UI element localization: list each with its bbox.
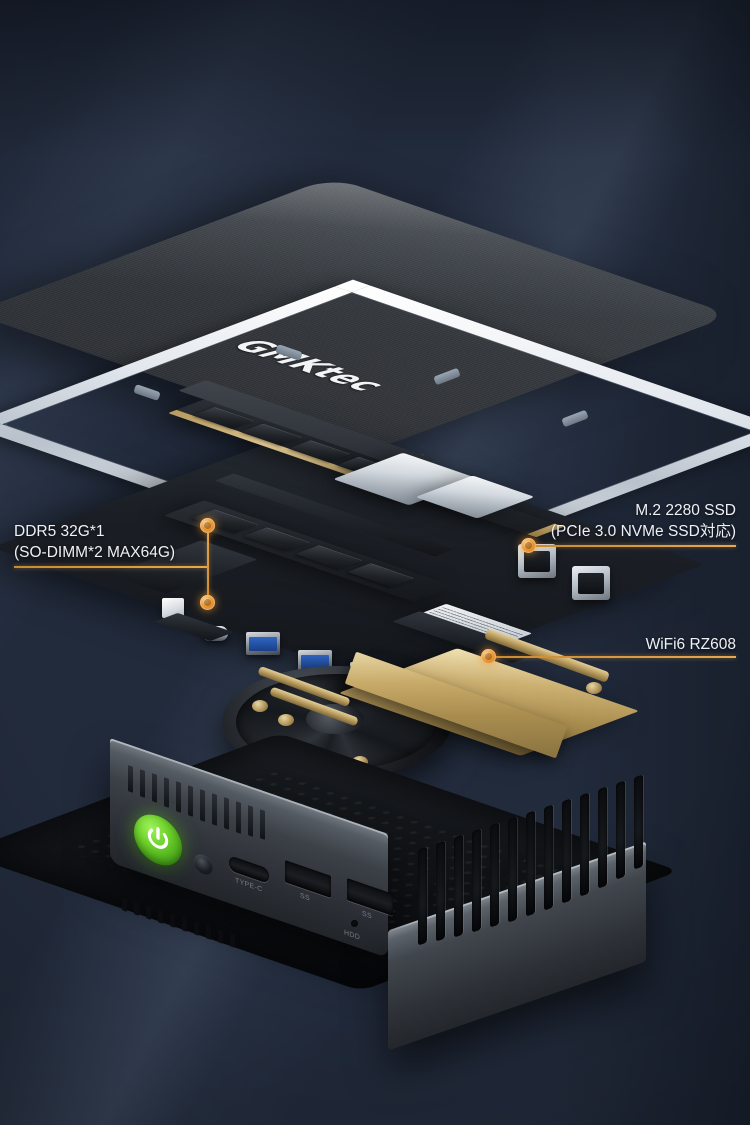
- callout-ddr5-dot-lower: [200, 595, 215, 610]
- callout-wifi-line1: WiFi6 RZ608: [645, 636, 736, 653]
- cooler-screw: [278, 714, 294, 726]
- cooler-screw: [586, 682, 602, 694]
- callout-ddr5-line1: DDR5 32G*1: [14, 523, 105, 540]
- callout-ssd-line2: (PCIe 3.0 NVMe SSD対応): [550, 523, 736, 540]
- hdd-activity-led: [351, 920, 358, 927]
- power-button[interactable]: [134, 807, 182, 873]
- mainboard-assembly: [0, 380, 705, 693]
- callout-ssd-line1: M.2 2280 SSD: [635, 502, 736, 519]
- callout-wifi-dot: [481, 649, 496, 664]
- callout-ddr5-line2: (SO-DIMM*2 MAX64G): [14, 544, 176, 561]
- callout-ssd-leader: [533, 545, 736, 547]
- callout-ddr5-dot-upper: [200, 518, 215, 533]
- callout-wifi-leader: [494, 656, 736, 658]
- callout-ssd-dot: [521, 538, 536, 553]
- cooler-screw: [252, 700, 268, 712]
- usb-a-port-1: [246, 632, 280, 655]
- callout-ddr5-connector: [207, 526, 209, 604]
- ethernet-port-2: [572, 566, 610, 600]
- callout-ddr5-leader: [14, 566, 208, 568]
- power-icon: [147, 827, 169, 849]
